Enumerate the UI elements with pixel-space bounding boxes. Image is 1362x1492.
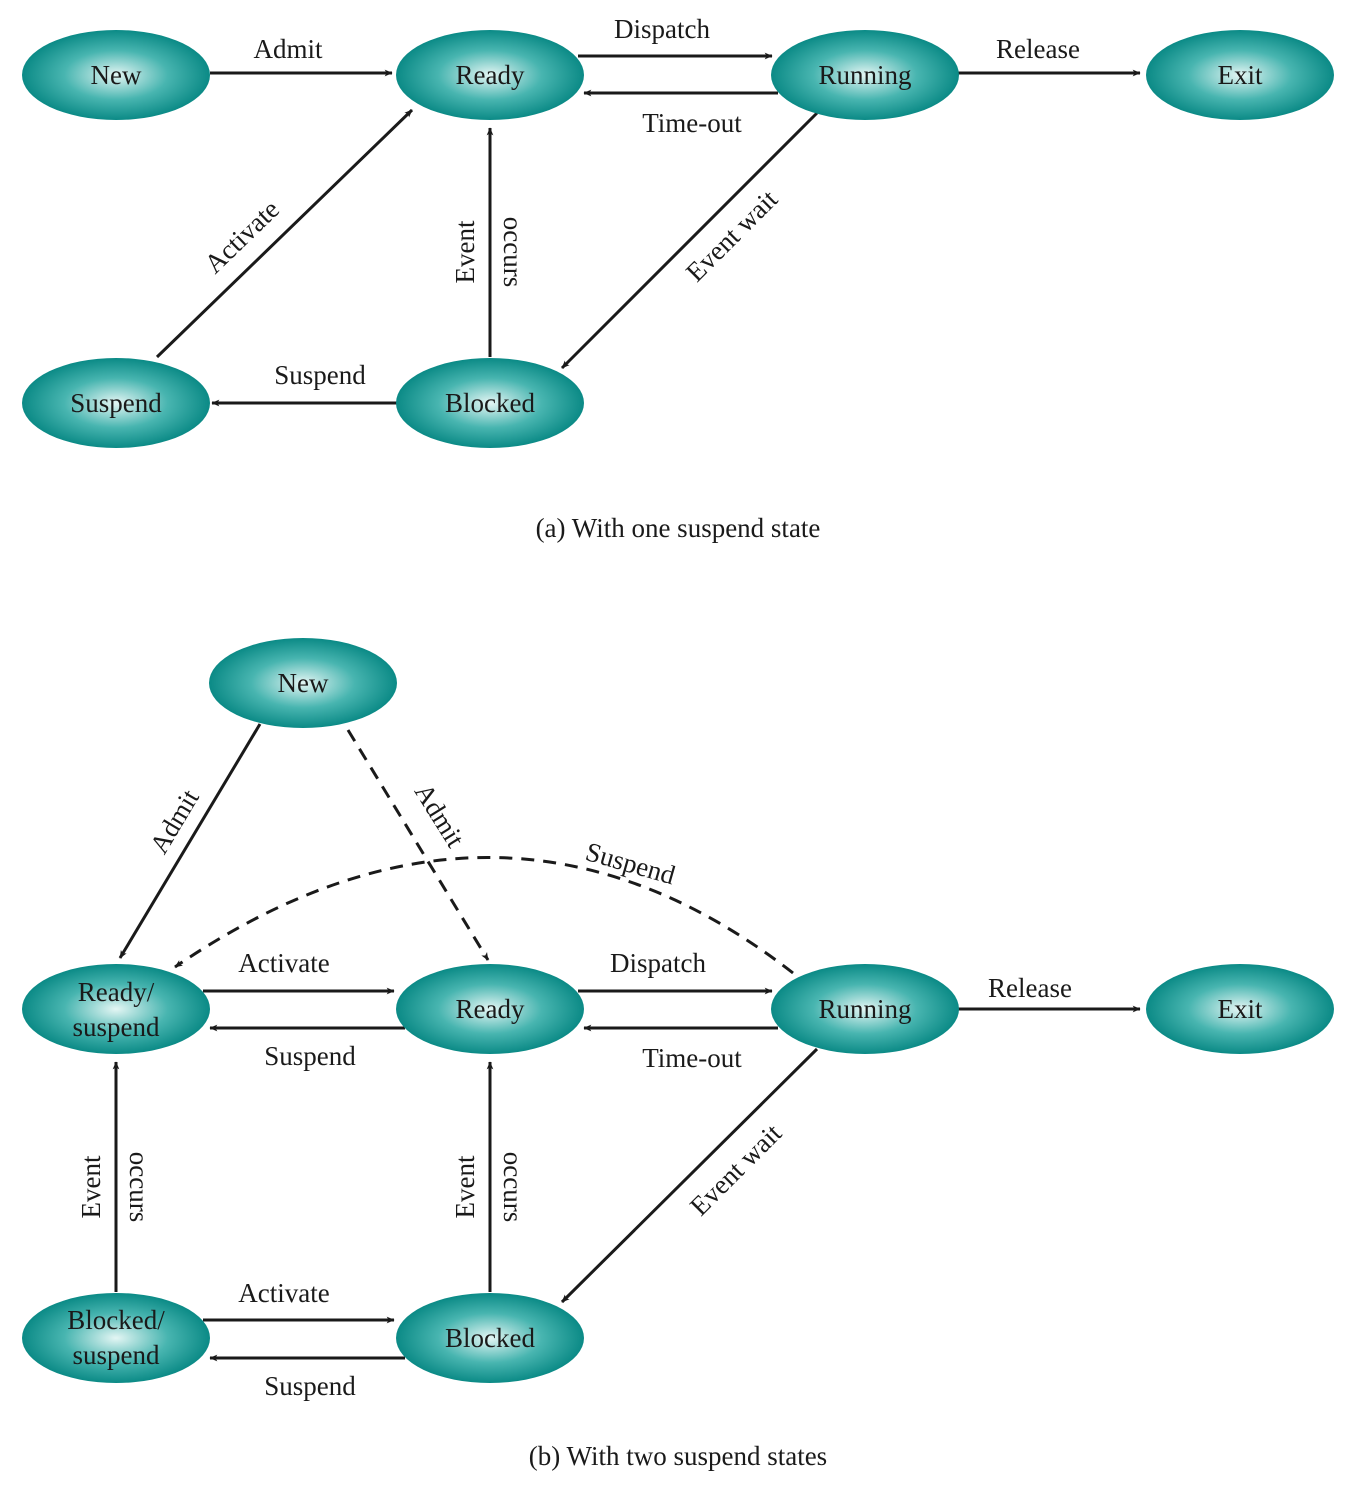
- node-b-new-label: New: [278, 668, 329, 698]
- edge-a-event-wait: [560, 111, 819, 370]
- label-b-activate-bottom: Activate: [238, 1278, 329, 1308]
- node-b-blocked-suspend-label-2: suspend: [73, 1340, 160, 1370]
- panel-b-edges: [112, 723, 1141, 1362]
- label-a-event: Event: [450, 220, 480, 283]
- label-a-dispatch: Dispatch: [614, 14, 710, 44]
- panel-b: Admit Admit Suspend Activate Suspend Dis…: [22, 638, 1334, 1471]
- label-b-admit-right: Admit: [409, 778, 471, 853]
- node-b-exit-label: Exit: [1218, 994, 1263, 1024]
- label-b-event-wait: Event wait: [684, 1118, 788, 1222]
- node-b-ready-suspend-label-1: Ready/: [78, 977, 155, 1007]
- node-b-blocked-suspend: Blocked/ suspend: [22, 1293, 210, 1383]
- label-b-suspend-top: Suspend: [264, 1041, 356, 1071]
- label-a-suspend: Suspend: [274, 360, 366, 390]
- label-b-timeout: Time-out: [642, 1043, 742, 1073]
- node-b-blocked-label: Blocked: [445, 1323, 535, 1353]
- caption-b: (b) With two suspend states: [529, 1441, 827, 1471]
- edge-b-admit-left: [118, 723, 262, 959]
- node-b-ready-suspend: Ready/ suspend: [22, 964, 210, 1054]
- label-a-activate: Activate: [198, 194, 285, 279]
- node-b-running-label: Running: [818, 994, 911, 1024]
- label-b-suspend-bottom: Suspend: [264, 1371, 356, 1401]
- panel-a-edges: [155, 52, 1141, 407]
- node-a-blocked: Blocked: [396, 358, 584, 448]
- label-b-event-mid: Event: [450, 1155, 480, 1218]
- node-a-exit-label: Exit: [1218, 60, 1263, 90]
- node-a-suspend-label: Suspend: [70, 388, 162, 418]
- node-b-ready-label: Ready: [456, 994, 525, 1024]
- node-a-new-label: New: [91, 60, 142, 90]
- label-a-occurs: occurs: [498, 217, 528, 287]
- node-a-ready-label: Ready: [456, 60, 525, 90]
- node-b-ready-suspend-label-2: suspend: [73, 1012, 160, 1042]
- label-b-dispatch: Dispatch: [610, 948, 706, 978]
- node-a-blocked-label: Blocked: [445, 388, 535, 418]
- label-b-occurs-mid: occurs: [498, 1152, 528, 1222]
- edge-a-activate: [155, 108, 414, 359]
- edge-b-admit-right: [346, 729, 490, 961]
- node-b-running: Running: [771, 964, 959, 1054]
- node-b-ready: Ready: [396, 964, 584, 1054]
- label-b-release: Release: [988, 973, 1072, 1003]
- edge-b-event-wait: [560, 1047, 819, 1304]
- node-b-blocked: Blocked: [396, 1293, 584, 1383]
- node-b-new: New: [209, 638, 397, 728]
- label-b-event-left: Event: [76, 1155, 106, 1218]
- panel-a: Admit Dispatch Time-out Release Activate…: [22, 14, 1334, 543]
- node-a-ready: Ready: [396, 30, 584, 120]
- edge-b-suspend-curve: [174, 856, 794, 975]
- node-a-exit: Exit: [1146, 30, 1334, 120]
- node-a-suspend: Suspend: [22, 358, 210, 448]
- label-a-release: Release: [996, 34, 1080, 64]
- label-a-timeout: Time-out: [642, 108, 742, 138]
- label-a-admit: Admit: [253, 34, 323, 64]
- node-a-running-label: Running: [818, 60, 911, 90]
- node-a-new: New: [22, 30, 210, 120]
- node-a-running: Running: [771, 30, 959, 120]
- label-b-admit-left: Admit: [144, 784, 206, 859]
- node-b-exit: Exit: [1146, 964, 1334, 1054]
- caption-a: (a) With one suspend state: [536, 513, 821, 543]
- label-b-activate-top: Activate: [238, 948, 329, 978]
- node-b-blocked-suspend-label-1: Blocked/: [67, 1305, 165, 1335]
- label-b-occurs-left: occurs: [124, 1152, 154, 1222]
